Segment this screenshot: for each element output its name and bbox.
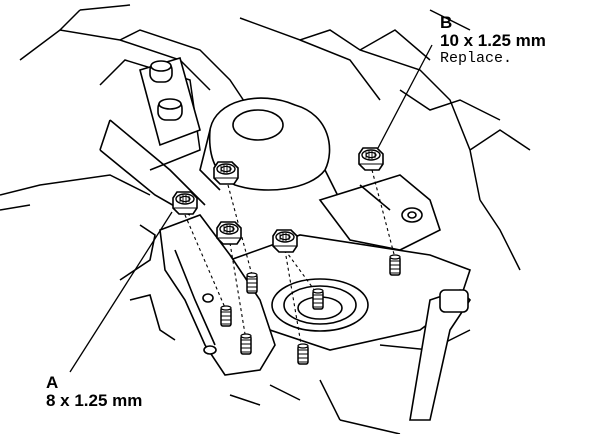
bracket-upper-left (139, 56, 201, 147)
strut-dome (199, 97, 341, 201)
body-panels (0, 4, 531, 434)
alignment-lines (184, 169, 396, 351)
callout-b: B 10 x 1.25 mm Replace. (440, 14, 546, 66)
callout-b-spec: 10 x 1.25 mm (440, 31, 546, 50)
leader-lines (69, 44, 433, 373)
lower-plate (229, 234, 472, 351)
leader-a (69, 211, 173, 373)
leader-b (377, 44, 433, 149)
callout-a-letter: A (46, 373, 59, 392)
mount-plate-upper (318, 174, 441, 251)
callout-a-spec: 8 x 1.25 mm (46, 391, 143, 410)
callout-b-letter: B (440, 13, 453, 32)
callout-a: A 8 x 1.25 mm (46, 374, 142, 409)
side-rod (409, 289, 472, 421)
callout-b-note: Replace. (440, 50, 513, 67)
